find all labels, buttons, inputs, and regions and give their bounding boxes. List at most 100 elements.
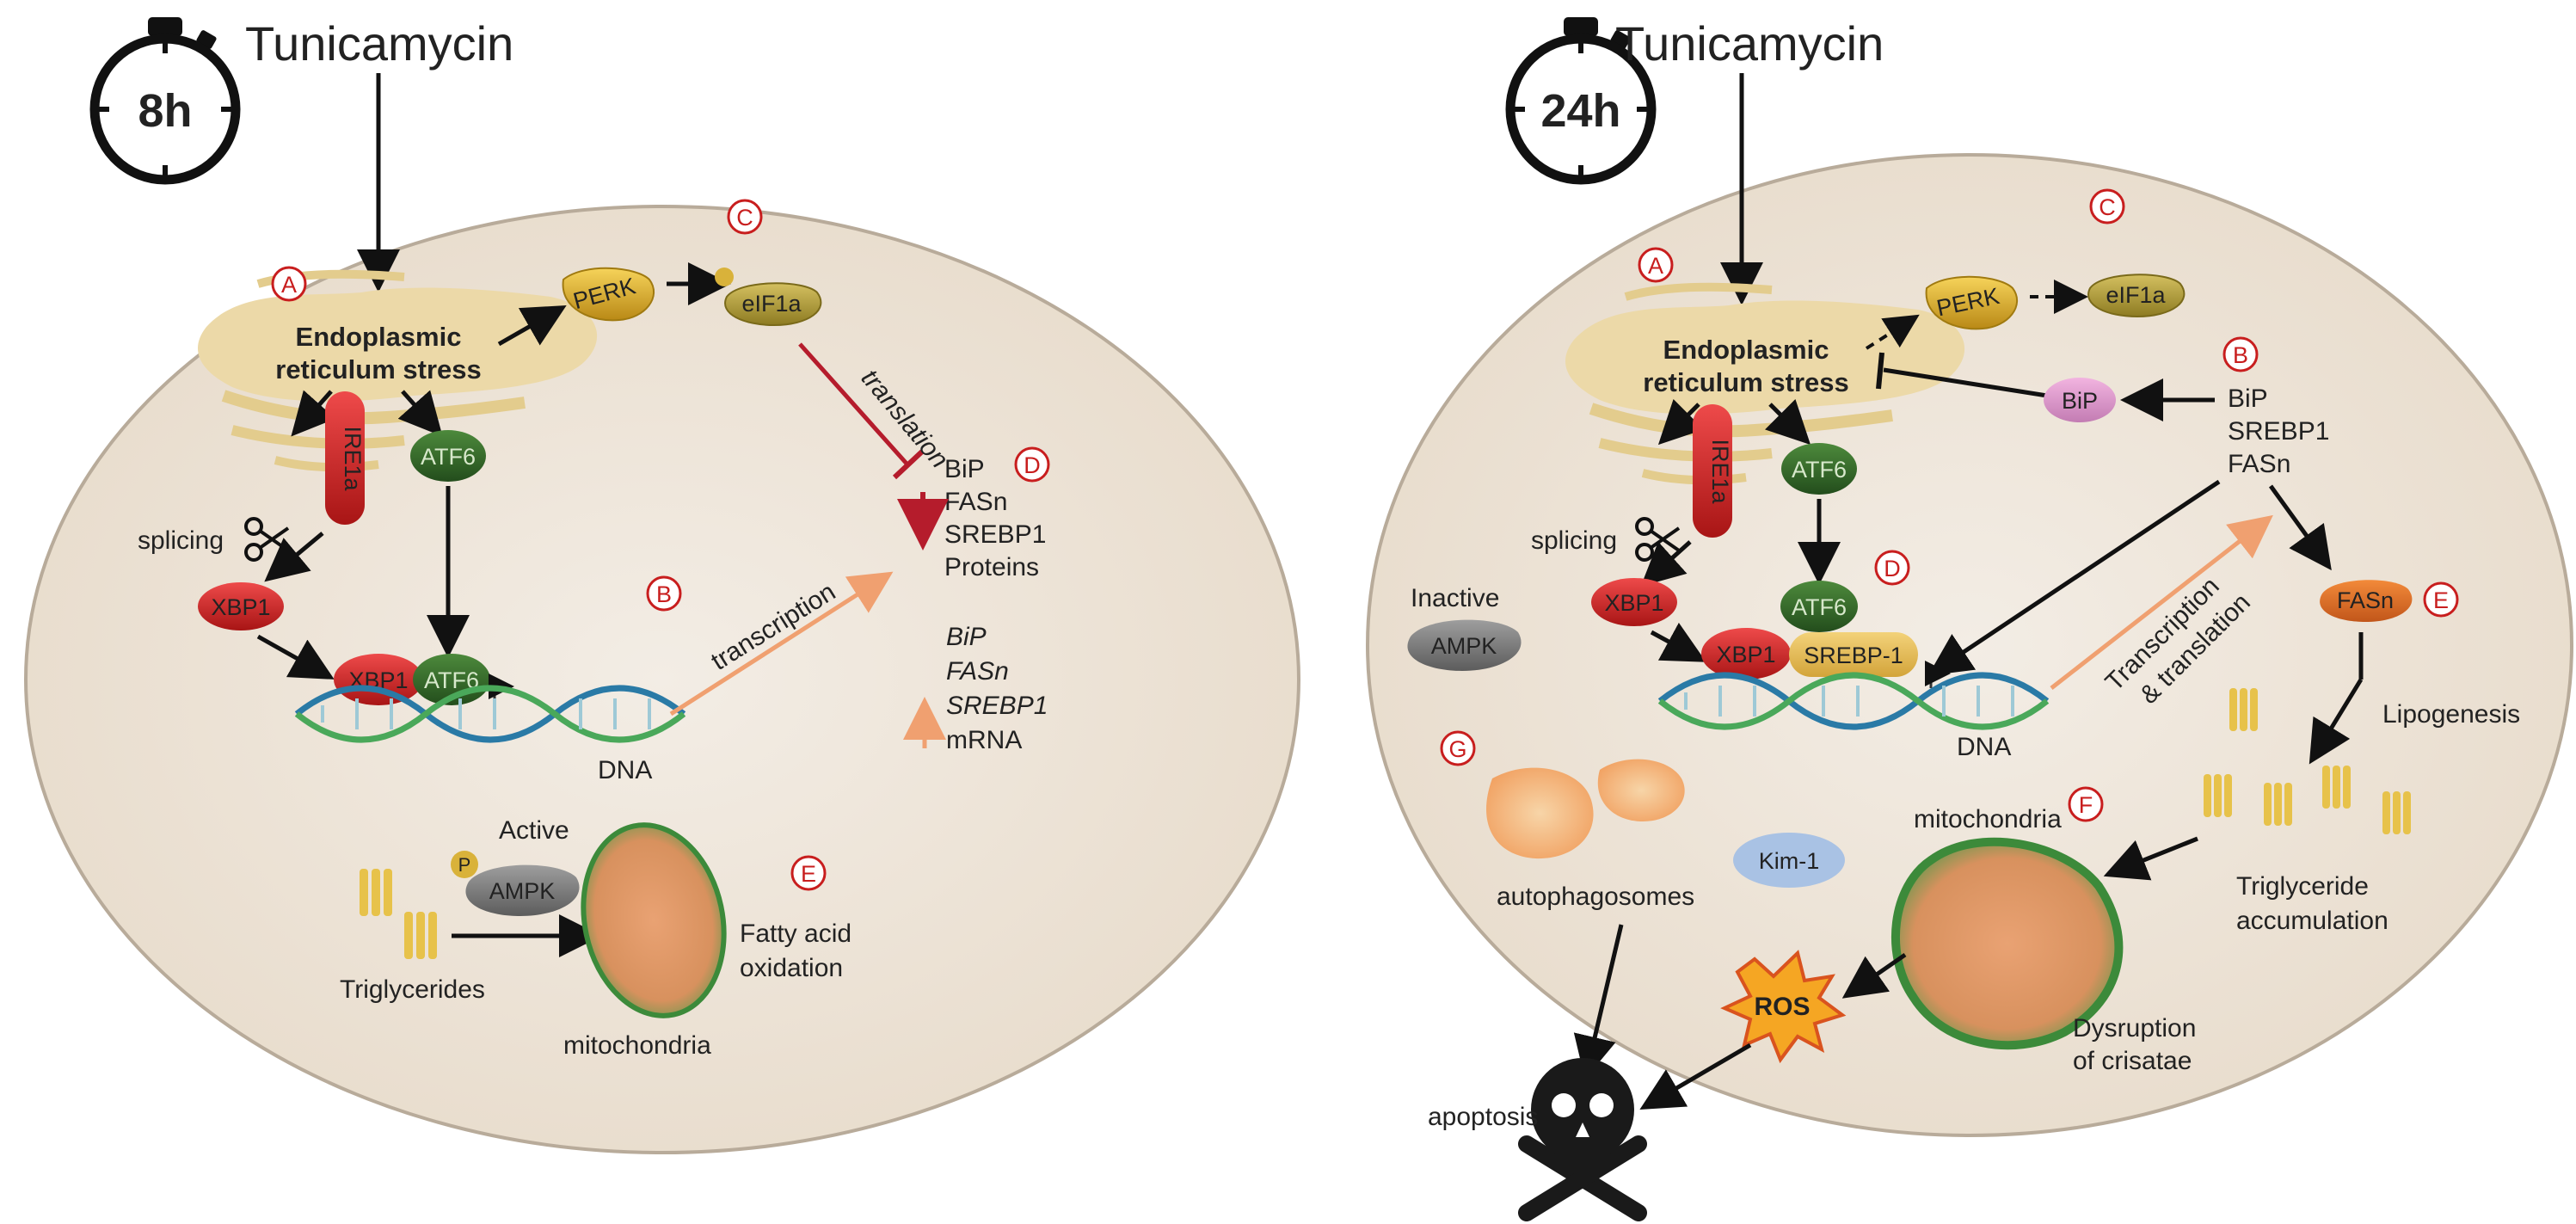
phospho-dot <box>451 851 478 878</box>
protein-fasn: FASn <box>944 488 1007 516</box>
kim1-label: Kim-1 <box>1759 848 1820 874</box>
srebp1-protein <box>1789 632 1918 677</box>
list-bip: BiP <box>2228 384 2268 413</box>
list-to-fasn-arrow <box>2268 484 2332 571</box>
letter-c: C <box>736 205 753 231</box>
letter-g: G <box>1448 736 1466 762</box>
splicing-label: splicing <box>138 526 224 555</box>
eif1a-label-right: eIF1a <box>2106 282 2166 308</box>
ampk-label-right: AMPK <box>1431 633 1497 659</box>
ire1a-label: IRE1a <box>340 426 366 491</box>
mitochondria-label-left: mitochondria <box>563 1031 711 1060</box>
mrna-fasn: FASn <box>946 657 1009 686</box>
letter-e-right: E <box>2433 587 2449 613</box>
letter-e-ring <box>790 855 827 891</box>
letter-b: B <box>656 581 672 607</box>
mrna-bip: BiP <box>946 623 987 651</box>
ros-label: ROS <box>1754 993 1810 1021</box>
timer-label-right: 24h <box>1540 85 1620 137</box>
auto-to-apoptosis-arrow <box>1573 924 1624 1079</box>
srebp1-label: SREBP-1 <box>1804 643 1903 668</box>
fatty-acid-label-1: Fatty acid <box>740 920 851 948</box>
er-stress-label-2: reticulum stress <box>275 354 482 384</box>
letter-g-ring <box>1440 730 1476 766</box>
mrna-srebp1: SREBP1 <box>946 692 1048 720</box>
ire1a-label-right: IRE1a <box>1707 439 1733 504</box>
list-srebp1: SREBP1 <box>2228 417 2329 446</box>
letter-d-right: D <box>1884 556 1901 581</box>
letter-d: D <box>1024 452 1041 478</box>
letter-b-ring-right <box>2222 336 2259 372</box>
xbp1-protein-right <box>1591 578 1677 626</box>
triglyceride-label-1: Triglyceride <box>2236 872 2369 901</box>
skull-crossbones-icon <box>1518 1058 1647 1221</box>
er-organelle <box>198 269 598 472</box>
disruption-label-2: of crisatae <box>2073 1047 2192 1075</box>
fatty-acid-label-2: oxidation <box>740 954 843 982</box>
dna-label: DNA <box>598 756 652 784</box>
phospho-label: P <box>458 854 471 876</box>
er-stress-label-1: Endoplasmic <box>296 322 462 352</box>
bip-label: BiP <box>2062 388 2098 414</box>
er-to-ire-arrow-right <box>1657 399 1704 446</box>
letter-f: F <box>2079 792 2093 818</box>
letter-a-ring <box>271 266 307 302</box>
list-fasn: FASn <box>2228 450 2290 478</box>
ros-to-apoptosis-arrow <box>1639 1043 1752 1110</box>
atf6-bound-label-right: ATF6 <box>1792 594 1847 620</box>
tg-to-mito-arrow-right <box>2103 836 2198 881</box>
xbp1-bound-right <box>1701 628 1791 680</box>
dna-helix-left <box>294 685 686 743</box>
xbp1-label: XBP1 <box>211 594 270 620</box>
ros-burst <box>1720 950 1847 1064</box>
list-to-dna-arrow <box>1927 479 2221 676</box>
protein-srebp1: SREBP1 <box>944 520 1046 549</box>
xbp1-to-dna-arrow <box>256 634 335 680</box>
letter-a-right: A <box>1648 253 1663 279</box>
er-to-perk-dashed <box>1865 314 1920 350</box>
kim1-protein <box>1733 833 1845 888</box>
lipo-to-tg-arrow <box>2309 678 2364 765</box>
xbp1-protein <box>198 582 284 630</box>
ampk-label-left: AMPK <box>489 878 556 904</box>
timer-label: 8h <box>138 85 192 137</box>
autophagosome-1 <box>1486 767 1594 859</box>
ire1a-protein <box>325 391 365 525</box>
dna-label-right: DNA <box>1957 733 2011 761</box>
letter-b-right: B <box>2233 342 2248 368</box>
letter-c-right: C <box>2099 194 2116 220</box>
bip-inhibition-line <box>1883 367 2048 398</box>
er-organelle-right <box>1565 282 1965 485</box>
ire-to-xbp1-arrow <box>264 532 324 582</box>
letter-c-ring-right <box>2089 188 2125 225</box>
protein-bip: BiP <box>944 455 985 483</box>
splicing-label-right: splicing <box>1531 526 1617 555</box>
letter-c-ring <box>727 199 763 235</box>
atf6-bound-right <box>1780 581 1858 632</box>
atf6-label-top-right: ATF6 <box>1792 457 1847 483</box>
letter-d-ring-right <box>1874 550 1910 586</box>
translation-inhibition-bar <box>892 449 925 480</box>
mrna-label: mRNA <box>946 726 1022 754</box>
tss-arrow-right <box>1925 661 1951 688</box>
er-stress-label-1-right: Endoplasmic <box>1663 335 1829 365</box>
bip-protein <box>2044 378 2116 422</box>
mitochondria-label-right: mitochondria <box>1914 805 2062 833</box>
eif1a-label: eIF1a <box>741 291 802 317</box>
inactive-label: Inactive <box>1411 584 1499 612</box>
triglyceride-label-2: accumulation <box>2236 907 2388 935</box>
er-to-ire-arrow <box>291 390 336 437</box>
lipogenesis-label: Lipogenesis <box>2382 700 2520 729</box>
letter-a: A <box>281 272 297 298</box>
drug-label-right: Tunicamycin <box>1615 16 1884 71</box>
transcription-arrow-right <box>2050 514 2273 690</box>
atf6-protein-top <box>410 430 486 482</box>
triglycerides-label: Triglycerides <box>340 975 485 1004</box>
triglyceride-icon <box>360 869 437 959</box>
fasn-label: FASn <box>2337 587 2394 613</box>
er-stress-label-2-right: reticulum stress <box>1643 367 1849 397</box>
letter-a-ring-right <box>1638 247 1674 283</box>
dna-helix-right <box>1657 672 2050 730</box>
er-to-atf6-arrow <box>397 390 443 437</box>
stopwatch-icon <box>89 17 241 185</box>
